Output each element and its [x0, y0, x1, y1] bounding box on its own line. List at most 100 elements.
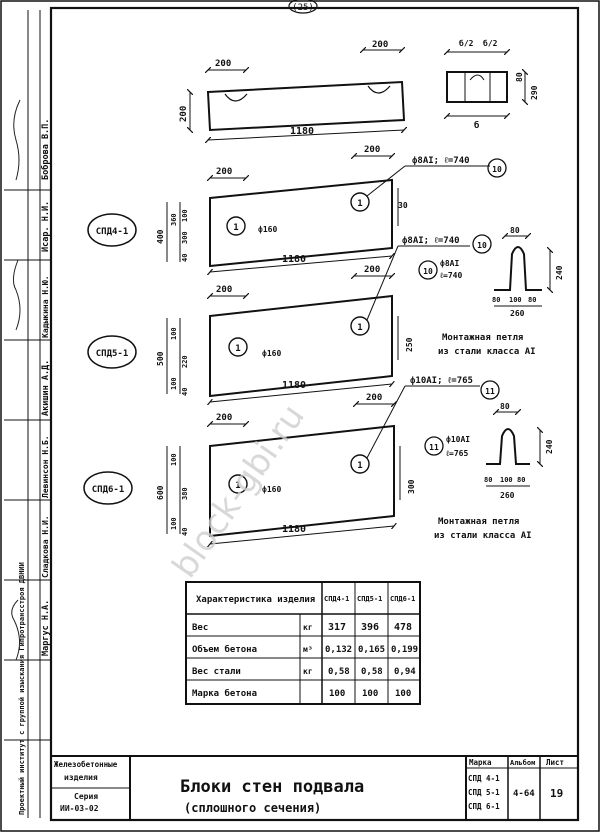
- loop-10-pos: 10: [423, 267, 433, 276]
- table-row-2-v1: 0,132: [325, 645, 352, 655]
- title-left-4: ИИ-03-02: [60, 804, 99, 813]
- block-spd5-h1: 100: [170, 327, 178, 340]
- title-block: Железобетонные изделия Серия ИИ-03-02 Бл…: [51, 755, 578, 820]
- loop-11-pos: 11: [429, 443, 439, 452]
- table-row-1-v3: 478: [394, 622, 412, 633]
- block-spd6-pos1b: 1: [357, 461, 362, 471]
- block-spd5-rebar: ф8АI; ℓ=740: [402, 236, 460, 246]
- section-h80: 80: [515, 72, 524, 82]
- block-spd5-h4: 40: [181, 388, 189, 396]
- title-sheet: 19: [550, 787, 563, 800]
- loop-11-h: 240: [545, 439, 554, 454]
- loop-11-top: 80: [500, 402, 510, 411]
- block-spd5-rebar-pos: 10: [477, 241, 487, 250]
- stamp-name-6: Сладкова Н.И.: [41, 515, 50, 578]
- title-sheet-label: Лист: [546, 758, 564, 767]
- table-row-2-unit: м³: [303, 645, 313, 654]
- title-main: Блоки стен подвала: [180, 777, 364, 797]
- section-b2b: б/2: [483, 38, 498, 48]
- loop-11-caption2: из стали класса АI: [434, 531, 532, 541]
- table-row-1-name: Вес: [192, 623, 208, 633]
- loop-10-a: 80: [492, 296, 500, 304]
- table-row-3-name: Вес стали: [192, 667, 241, 677]
- stamp-name-4: Акишин А.Д.: [41, 360, 51, 416]
- stamp-name-1: Боброва В.П.: [40, 119, 51, 180]
- table-row-1-v2: 396: [361, 622, 379, 633]
- loop-11-spec1: ф10АI: [446, 435, 470, 444]
- block-spd5-label: СПД5-1: [96, 349, 129, 359]
- characteristics-table: Характеристика изделия СПД4-1 СПД5-1 СПД…: [185, 581, 421, 705]
- page-number-circle: [288, 0, 318, 14]
- block-spd4-h0: 400: [156, 229, 165, 244]
- stamp-name-7: Маргус Н.А.: [41, 600, 51, 656]
- block-spd5-h0: 500: [156, 351, 165, 366]
- block-spd5-side: 250: [405, 337, 414, 352]
- title-mark-label: Марка: [469, 758, 492, 767]
- title-mark-2: СПД 5-1: [468, 788, 500, 797]
- block-spd6-h1: 100: [170, 453, 178, 466]
- block-spd5-pos1a: 1: [235, 344, 240, 354]
- title-sub: (сплошного сечения): [184, 801, 321, 815]
- table-col-3: СПД6-1: [390, 595, 415, 603]
- block-spd6-label: СПД6-1: [92, 485, 125, 495]
- block-spd5-h3: 100: [170, 377, 178, 390]
- top-dim-h200: 200: [179, 106, 189, 122]
- title-left-1: Железобетонные: [54, 760, 118, 769]
- side-stamp: Боброва В.П. Исар. Н.И. Кадыкина Н.Ю. Ак…: [4, 10, 51, 818]
- title-mark-1: СПД 4-1: [468, 774, 500, 783]
- block-spd4-h2: 100: [181, 209, 189, 222]
- table-col-2: СПД5-1: [357, 595, 382, 603]
- block-spd6-rebar-pos: 11: [485, 387, 495, 396]
- block-spd4: СПД4-1 1 ф160 1 ф8АI; ℓ=740 10 200 200 1…: [87, 145, 507, 272]
- loop-11-c: 80: [517, 476, 525, 484]
- block-spd5-pos1b: 1: [357, 323, 362, 333]
- loop-10-c: 80: [528, 296, 536, 304]
- block-spd6-left-dim: 200: [216, 413, 232, 423]
- block-spd6-h3: 100: [170, 517, 178, 530]
- top-dim-200b: 200: [372, 40, 388, 50]
- title-mark-3: СПД 6-1: [468, 802, 500, 811]
- loop-10-caption2: из стали класса АI: [438, 347, 536, 357]
- page-number: (25): [292, 3, 314, 13]
- block-spd4-rebar-pos: 10: [492, 165, 502, 174]
- loop-10-w: 260: [510, 309, 525, 318]
- block-spd6: СПД6-1 1 ф160 1 ф10АI; ℓ=765 11 200 200 …: [83, 376, 500, 544]
- title-left-2: изделия: [64, 773, 98, 782]
- loop-10-top: 80: [510, 226, 520, 235]
- block-spd6-top-dim: 200: [366, 393, 382, 403]
- table-row-3-unit: кг: [303, 667, 313, 676]
- stamp-name-5: Левинсон Н.Б.: [41, 435, 50, 498]
- block-spd4-rebar: ф8АI; ℓ=740: [412, 156, 470, 166]
- loop-11-w: 260: [500, 491, 515, 500]
- section-b2a: б/2: [459, 38, 474, 48]
- loop-detail-11: 11 ф10АI ℓ=765 80 240 80 100 80 260 Монт…: [424, 402, 554, 541]
- block-spd4-pos1a: 1: [233, 223, 238, 233]
- block-spd4-len: 1180: [282, 254, 306, 265]
- block-spd5-left-dim: 200: [216, 285, 232, 295]
- title-left-3: Серия: [74, 792, 98, 801]
- title-album-label: Альбом: [510, 759, 535, 767]
- block-spd6-hole: ф160: [262, 485, 281, 494]
- title-album: 4-64: [513, 789, 535, 799]
- block-spd6-len: 1180: [282, 524, 306, 535]
- block-spd4-side: 30: [398, 201, 408, 210]
- block-spd4-h3: 300: [181, 231, 189, 244]
- block-spd4-hole: ф160: [258, 225, 277, 234]
- block-spd6-h2: 380: [181, 487, 189, 500]
- loop-10-spec2: ℓ=740: [440, 271, 462, 280]
- loop-10-h: 240: [555, 265, 564, 280]
- stamp-name-2: Исар. Н.И.: [41, 201, 51, 252]
- top-dim-len: 1180: [290, 126, 314, 137]
- table-row-2-name: Объем бетона: [192, 644, 257, 655]
- section-b: б: [474, 120, 479, 131]
- table-row-3-v3: 0,94: [394, 667, 416, 677]
- block-spd5: СПД5-1 1 ф160 1 ф8АI; ℓ=740 10 200 200 1…: [87, 234, 492, 402]
- block-spd6-side: 300: [407, 479, 416, 494]
- table-row-1-v1: 317: [328, 622, 346, 633]
- table-col-1: СПД4-1: [324, 595, 349, 603]
- table-row-1-unit: кг: [303, 623, 313, 632]
- loop-10-spec1: ф8АI: [440, 259, 459, 268]
- top-dim-200a: 200: [215, 59, 231, 69]
- table-row-4-name: Марка бетона: [192, 688, 257, 699]
